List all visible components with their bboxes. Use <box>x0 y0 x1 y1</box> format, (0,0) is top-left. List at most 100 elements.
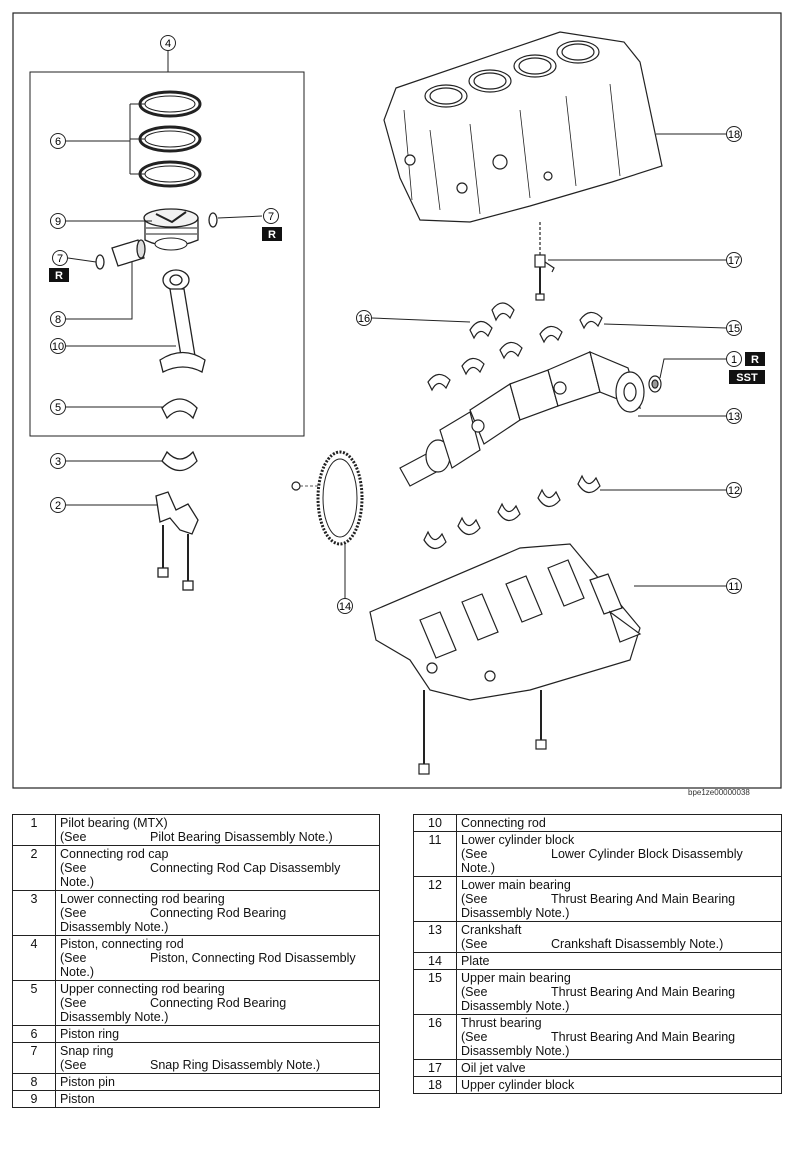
see-label: (See <box>461 1030 488 1044</box>
see-label: (See <box>60 996 87 1010</box>
svg-text:1: 1 <box>731 354 737 366</box>
see-label: (See <box>60 1058 87 1072</box>
disassembly-note-link[interactable]: Connecting Rod Bearing <box>150 996 287 1010</box>
callout-12: 12 <box>726 482 742 498</box>
see-reference-continued[interactable]: Disassembly Note.) <box>461 999 570 1013</box>
see-label: (See <box>60 906 87 920</box>
disassembly-note-link[interactable]: Thrust Bearing And Main Bearing <box>551 1030 736 1044</box>
see-reference: (See Connecting Rod Bearing <box>60 996 375 1010</box>
see-reference-continued[interactable]: Note.) <box>461 861 496 875</box>
legend-row: 9 Piston <box>12 1090 380 1108</box>
lower-main-bearings <box>423 474 601 550</box>
part-number: 17 <box>413 1059 457 1077</box>
replace-badge-pilot-bearing: R <box>745 352 765 366</box>
part-number: 3 <box>12 890 56 936</box>
callouts: 4 6 9 7 7 8 10 5 3 2 18 17 16 15 1 13 12… <box>50 35 742 614</box>
lower-rod-bearing <box>161 450 198 472</box>
svg-text:6: 6 <box>55 136 61 148</box>
callout-7-left: 7 <box>52 250 68 266</box>
svg-text:12: 12 <box>728 485 740 497</box>
callout-14: 14 <box>337 598 353 614</box>
callout-11: 11 <box>726 578 742 594</box>
svg-text:15: 15 <box>728 323 740 335</box>
svg-text:17: 17 <box>728 255 740 267</box>
part-name: Upper main bearing <box>461 971 571 985</box>
callout-6: 6 <box>50 133 66 149</box>
callout-4: 4 <box>160 35 176 51</box>
part-number: 9 <box>12 1090 56 1108</box>
disassembly-note-link[interactable]: Pilot Bearing Disassembly Note.) <box>150 830 333 844</box>
part-description: Connecting rod <box>456 814 782 832</box>
callout-8: 8 <box>50 311 66 327</box>
svg-text:14: 14 <box>339 601 351 613</box>
disassembly-note-link[interactable]: Connecting Rod Cap Disassembly <box>150 861 341 875</box>
see-reference: (See Lower Cylinder Block Disassembly <box>461 847 777 861</box>
see-reference-continued[interactable]: Disassembly Note.) <box>461 1044 570 1058</box>
svg-text:7: 7 <box>268 211 274 223</box>
part-name: Piston <box>60 1092 95 1106</box>
disassembly-note-link[interactable]: Piston, Connecting Rod Disassembly <box>150 951 356 965</box>
part-name: Lower main bearing <box>461 878 571 892</box>
exploded-engine-diagram: 4 6 9 7 7 8 10 5 3 2 18 17 16 15 1 13 12… <box>12 12 782 789</box>
disassembly-note-link[interactable]: Snap Ring Disassembly Note.) <box>150 1058 321 1072</box>
upper-cylinder-block <box>383 31 663 223</box>
part-name: Crankshaft <box>461 923 522 937</box>
see-reference: (See Pilot Bearing Disassembly Note.) <box>60 830 375 844</box>
part-number: 1 <box>12 814 56 846</box>
piston-assembly-box <box>29 71 305 437</box>
part-number: 7 <box>12 1042 56 1074</box>
replace-badge-piston: R <box>262 227 282 241</box>
disassembly-note-link[interactable]: Lower Cylinder Block Disassembly <box>551 847 743 861</box>
part-number: 13 <box>413 921 457 953</box>
svg-text:3: 3 <box>55 456 61 468</box>
rod-cap-and-bolts <box>155 491 199 591</box>
see-reference-continued[interactable]: Note.) <box>60 965 95 979</box>
replace-badge-snap-ring: R <box>49 268 69 282</box>
part-description: Piston ring <box>55 1025 380 1043</box>
svg-text:8: 8 <box>55 314 61 326</box>
see-reference-continued[interactable]: Disassembly Note.) <box>60 1010 169 1024</box>
legend-row: 11 Lower cylinder block(See Lower Cylinder… <box>413 831 782 877</box>
part-name: Piston pin <box>60 1075 115 1089</box>
piston-pin <box>111 239 146 267</box>
disassembly-note-link[interactable]: Thrust Bearing And Main Bearing <box>551 892 736 906</box>
part-number: 11 <box>413 831 457 877</box>
oil-jet-valve <box>534 222 555 301</box>
legend-row: 1 Pilot bearing (MTX)(See Pilot Bearing Di… <box>12 814 380 846</box>
pilot-bearing <box>648 375 662 393</box>
svg-text:R: R <box>751 354 759 366</box>
connecting-rod <box>159 269 206 373</box>
see-reference-continued[interactable]: Note.) <box>60 875 95 889</box>
svg-text:R: R <box>268 229 276 241</box>
see-reference-continued[interactable]: Disassembly Note.) <box>461 906 570 920</box>
callout-10: 10 <box>50 338 66 354</box>
part-description: Upper cylinder block <box>456 1076 782 1094</box>
part-name: Connecting rod <box>461 816 546 830</box>
legend-row: 17 Oil jet valve <box>413 1059 782 1077</box>
see-reference: (See Connecting Rod Bearing <box>60 906 375 920</box>
part-number: 8 <box>12 1073 56 1091</box>
crankshaft <box>399 350 645 487</box>
disassembly-note-link[interactable]: Thrust Bearing And Main Bearing <box>551 985 736 999</box>
see-label: (See <box>60 830 87 844</box>
part-name: Pilot bearing (MTX) <box>60 816 168 830</box>
see-label: (See <box>461 847 488 861</box>
part-name: Lower cylinder block <box>461 833 575 847</box>
legend-row: 8 Piston pin <box>12 1073 380 1091</box>
part-name: Oil jet valve <box>461 1061 526 1075</box>
disassembly-note-link[interactable]: Crankshaft Disassembly Note.) <box>551 937 724 951</box>
see-reference-continued[interactable]: Disassembly Note.) <box>60 920 169 934</box>
disassembly-note-link[interactable]: Connecting Rod Bearing <box>150 906 287 920</box>
plate <box>291 450 364 600</box>
part-number: 16 <box>413 1014 457 1060</box>
svg-text:R: R <box>55 270 63 282</box>
